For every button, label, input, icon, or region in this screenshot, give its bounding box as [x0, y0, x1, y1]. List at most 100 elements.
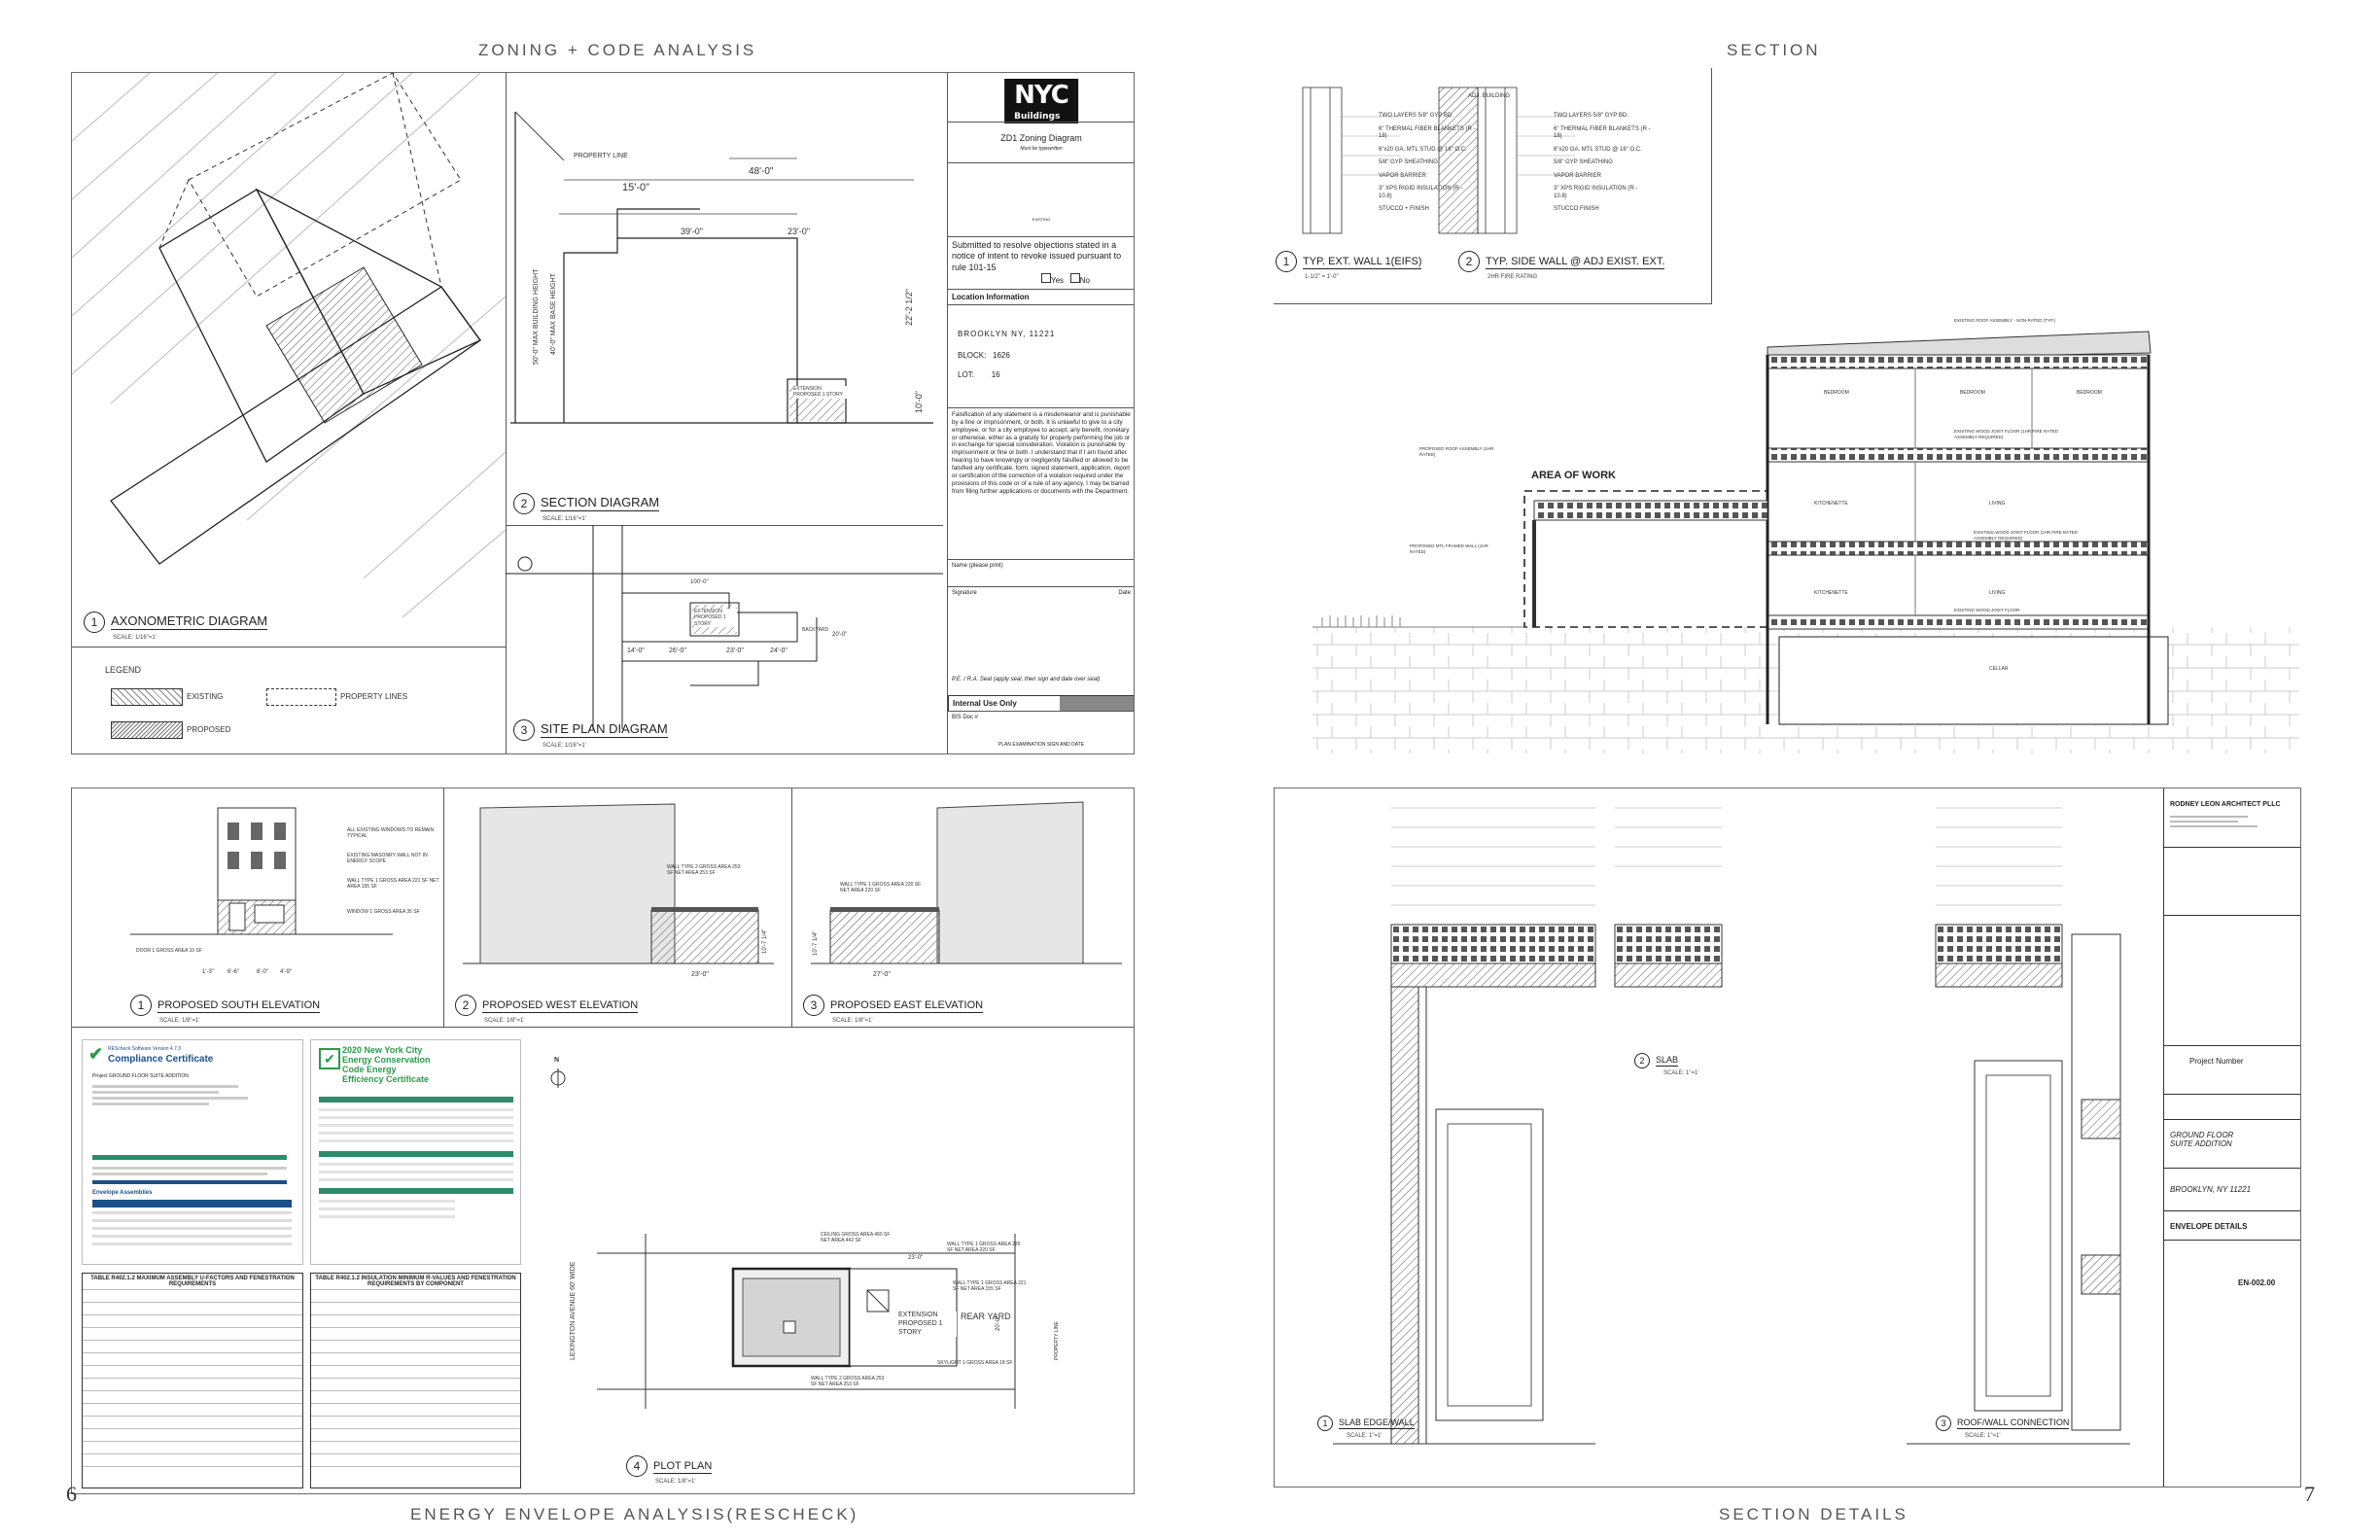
form-pe-seal: P.E. / R.A. Seal (apply seal, then sign … [952, 677, 1101, 682]
form-block: 1626 [993, 351, 1010, 360]
tb-empty-2 [2164, 915, 2300, 1052]
section-title-text: SECTION DIAGRAM [541, 495, 660, 512]
side-wall-title-text: TYP. SIDE WALL @ ADJ EXIST. EXT. [1486, 255, 1665, 269]
site-dim-5: 24'-0" [770, 648, 788, 654]
detail3-title-text: ROOF/WALL CONNECTION [1957, 1418, 2070, 1430]
section-note: EXISTING WOOD JOIST FLOOR (1HR FIRE RATE… [1974, 530, 2078, 541]
ext-note: 6" THERMAL FIBER BLANKETS (R - 18) [1379, 125, 1476, 140]
legend: LEGEND EXISTING PROPOSED PROPERTY LINES [72, 647, 507, 753]
detail1-scale: SCALE: 1"=1' [1347, 1433, 1382, 1439]
tb-sheet-title-cell: ENVELOPE DETAILS [2164, 1210, 2300, 1246]
room-label: CELLAR [1989, 666, 2009, 672]
site-dim-3: 26'-0" [669, 648, 686, 654]
north-arrow-icon: N [554, 1057, 560, 1064]
u-factor-table: TABLE R402.1.2 MAXIMUM ASSEMBLY U-FACTOR… [82, 1273, 303, 1488]
west-dim: 23'-0" [691, 971, 709, 978]
section-height-1: 50'-0" MAX BUILDING HEIGHT [533, 268, 540, 365]
east-dim: 10'-7 1/4" [813, 930, 819, 956]
section-note: EXISTING ROOF ASSEMBLY - NON-RATED (TYP.… [1954, 318, 2056, 323]
room-label: KITCHENETTE [1814, 501, 1848, 507]
room-label: BEDROOM [2077, 390, 2102, 396]
cert2-title: 2020 New York City Energy Conservation C… [342, 1045, 431, 1085]
side-note: 6"x20 GA. MTL STUD @ 16" O.C. [1554, 146, 1642, 153]
yes-checkbox[interactable] [1041, 273, 1051, 283]
plot-plan: N LEXINGTON AVENUE 60' WIDE EXTENSION PR… [529, 1039, 1132, 1491]
compliance-certificate: ✔ REScheck Software Version 4.7.3 Compli… [82, 1039, 303, 1265]
room-label: KITCHENETTE [1814, 590, 1848, 596]
axonometric-drawing [72, 73, 506, 618]
legend-proposed-swatch [111, 721, 183, 739]
check-icon: ✔ [88, 1044, 104, 1064]
wall-details-drawing [1302, 87, 1575, 234]
tb-project-name: GROUND FLOOR SUITE ADDITION [2170, 1131, 2234, 1148]
site-plan-diagram: 100'-0" 14'-0" 26'-0" 23'-0" 24'-0" 20'-… [506, 525, 943, 753]
south-note: WALL TYPE 1 GROSS AREA 221 SF NET AREA 1… [347, 878, 439, 891]
tb-firm: RODNEY LEON ARCHITECT PLLC [2170, 801, 2281, 808]
form-bis[interactable]: BIS Doc # [948, 711, 1134, 723]
east-note: WALL TYPE 1 GROSS AREA 220 SF NET AREA 2… [840, 882, 922, 894]
heading-energy: ENERGY ENVELOPE ANALYSIS(RESCHECK) [410, 1505, 859, 1523]
tb-empty-1 [2164, 847, 2300, 922]
section-note: EXISTING WOOD JOIST FLOOR [1954, 608, 2020, 612]
form-name[interactable]: Name (please print) [948, 559, 1134, 572]
room-label: LIVING [1989, 590, 2006, 596]
tb-sheet-number: EN-002.00 [2238, 1278, 2276, 1287]
detail2-title-text: SLAB [1656, 1055, 1679, 1068]
east-dim: 27'-0" [873, 971, 891, 978]
energy-certificate: ✔ 2020 New York City Energy Conservation… [310, 1039, 521, 1265]
site-dim-1: 100'-0" [690, 579, 709, 585]
plot-note: WALL TYPE 1 GROSS AREA 220 SF NET AREA 2… [947, 1242, 1021, 1254]
section-extension-label: EXTENSION PROPOSED 1 STORY [793, 386, 848, 399]
wall-details: ADJ. BUILDING TWO LAYERS 5/8" GYP BD. 6"… [1274, 68, 1712, 304]
room-label: BEDROOM [1824, 390, 1849, 396]
no-checkbox[interactable] [1069, 273, 1080, 283]
section-dim-3: 39'-0" [681, 227, 703, 236]
plot-note: WALL TYPE 1 GROSS AREA 221 SF NET AREA 1… [953, 1280, 1027, 1293]
south-dim: 4'-9" [280, 969, 292, 975]
tb-sheet-number-cell: EN-002.00 [2164, 1240, 2300, 1305]
ext-wall-scale: 1-1/2" = 1'-0" [1305, 274, 1339, 280]
ext-wall-number: 1 [1276, 251, 1297, 272]
yes-label: Yes [1051, 276, 1065, 285]
form-block-row: BLOCK: 1626 [958, 351, 1010, 360]
heading-section-details: SECTION DETAILS [1719, 1505, 1908, 1523]
side-note: 3" XPS RIGID INSULATION (R - 10.8) [1554, 186, 1638, 199]
south-dim: 6'-6" [228, 969, 239, 975]
legend-existing-swatch [111, 688, 183, 706]
west-scale: SCALE: 1/8"=1' [484, 1018, 525, 1024]
west-elevation: WALL TYPE 2 GROSS AREA 253 SF NET AREA 2… [443, 788, 792, 1028]
form-date[interactable]: Date [1118, 590, 1131, 596]
axo-title-text: AXONOMETRIC DIAGRAM [111, 613, 268, 631]
south-note: ALL EXISTING WINDOWS TO REMAIN TYPICAL [347, 827, 435, 840]
section-dim-1: 15'-0" [622, 182, 650, 193]
form-lot-label: LOT: [958, 370, 974, 379]
section-note: PROPOSED ROOF ASSEMBLY (1HR RATED) [1419, 446, 1494, 457]
form-location-info: Location Information [948, 289, 1134, 305]
plot-street: LEXINGTON AVENUE 60' WIDE [570, 1261, 577, 1360]
site-extension-label: EXTENSION PROPOSED 1 STORY [694, 609, 737, 627]
section-note: PROPOSED MTL FRAMED WALL (1HR RATED) [1410, 543, 1488, 554]
form-signature[interactable]: Signature [952, 590, 977, 596]
form-signature-row: Signature Date [948, 586, 1134, 599]
site-backyard: BACKYARD [802, 627, 829, 633]
detail3-scale: SCALE: 1"=1' [1965, 1433, 2001, 1439]
section-note: EXISTING WOOD JOIST FLOOR (1HR FIRE RATE… [1954, 429, 2058, 439]
site-number: 3 [513, 719, 535, 741]
section-dim-4: 23'-0" [788, 227, 810, 236]
plot-dim: 23'-0" [908, 1255, 924, 1261]
side-note: VAPOR BARRIER [1554, 172, 1601, 179]
energy-sheet: ALL EXISTING WINDOWS TO REMAIN TYPICAL E… [71, 788, 1135, 1494]
south-note: EXISTING MASONRY WALL NOT IN ENERGY SCOP… [347, 853, 428, 865]
cert2-line: Efficiency Certificate [342, 1073, 430, 1084]
